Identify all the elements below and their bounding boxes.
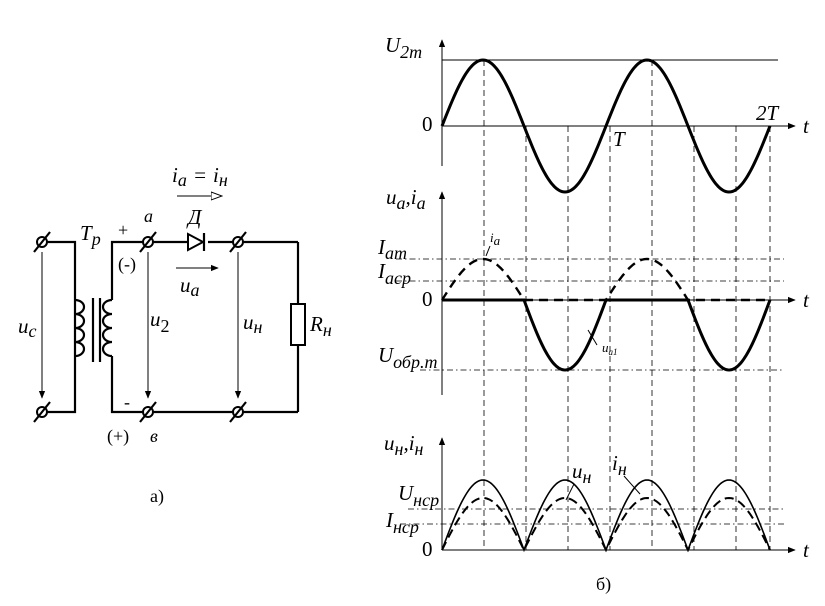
label-diode: Д (186, 205, 203, 229)
label-rn: Rн (309, 312, 332, 340)
p3-ylabel: uн,iн (384, 431, 424, 459)
waveform-plots: U2m 0 t T 2T ua,ia Iam Iacp 0 t Uобр.m i… (377, 33, 810, 595)
p2-current-wave (440, 257, 770, 302)
p2-ua1-leader (587, 329, 598, 346)
plot-source-voltage: U2m 0 t T 2T (385, 33, 810, 194)
plot-diode-voltage-current: ua,ia Iam Iacp 0 t Uобр.m ia ua1 (377, 185, 810, 395)
p3-un-label: uн (572, 459, 592, 487)
label-ia-equals-in: ia=iн (172, 163, 228, 190)
p2-t-label: t (803, 288, 810, 312)
p2-ylabel: ua,ia (386, 185, 426, 213)
plot-load-voltage-current: uн,iн Uнcp Iнcp 0 t uн iн (384, 431, 810, 562)
caption-b: б) (596, 574, 611, 595)
p1-T-label: T (613, 127, 626, 151)
label-u2: u2 (150, 307, 170, 336)
label-minus-paren: (-) (118, 254, 136, 275)
p2-ia-leader (485, 245, 491, 257)
p2-voltage-wave (442, 298, 772, 372)
p2-ia-label: ia (490, 230, 501, 248)
p3-in-leader (623, 475, 641, 495)
p1-ylabel: U2m (385, 33, 422, 62)
p3-voltage-wave (441, 479, 771, 553)
p3-current-wave (441, 496, 771, 553)
terminal-b (139, 401, 157, 423)
terminal-a (139, 231, 157, 253)
label-transformer: Tp (80, 221, 101, 249)
label-ua: ua (180, 273, 200, 300)
primary-winding (74, 298, 86, 358)
p3-t-label: t (803, 538, 810, 562)
time-guides (483, 60, 771, 550)
p3-Incp-label: Iнcp (385, 508, 419, 537)
terminal-primary-bottom (33, 401, 51, 423)
label-un: uн (243, 310, 263, 337)
p1-t-label: t (803, 114, 810, 138)
terminal-primary-top (33, 231, 51, 253)
p1-zero: 0 (422, 112, 433, 136)
label-minus: - (124, 392, 130, 412)
p2-Iacp-label: Iacp (377, 259, 411, 288)
p3-in-label: iн (612, 451, 627, 479)
circuit-diagram: uc Tp + (-) a ia=iн Д ua u2 uн Rн - (+) … (18, 163, 332, 507)
label-node-b: в (150, 426, 158, 446)
p1-sine-wave (440, 58, 772, 194)
label-plus-paren: (+) (107, 426, 129, 447)
terminal-load-bottom (229, 401, 247, 423)
diode (187, 232, 206, 252)
p3-un-leader (565, 483, 575, 501)
p3-zero: 0 (422, 537, 433, 561)
p2-Uobr-label: Uобр.m (378, 343, 438, 372)
p2-Iam-label: Iam (377, 235, 407, 263)
label-node-a: a (144, 206, 153, 226)
load-resistor (290, 303, 306, 346)
p2-ua1-label: ua1 (602, 340, 618, 357)
secondary-winding (101, 298, 113, 358)
p2-zero: 0 (422, 287, 433, 311)
caption-a: а) (150, 486, 164, 507)
terminal-load-top (229, 231, 247, 253)
label-uc: uc (18, 314, 37, 341)
p1-2T-label: 2T (756, 101, 780, 125)
p3-Uncp-label: Uнcp (398, 481, 439, 510)
label-plus: + (118, 220, 128, 240)
